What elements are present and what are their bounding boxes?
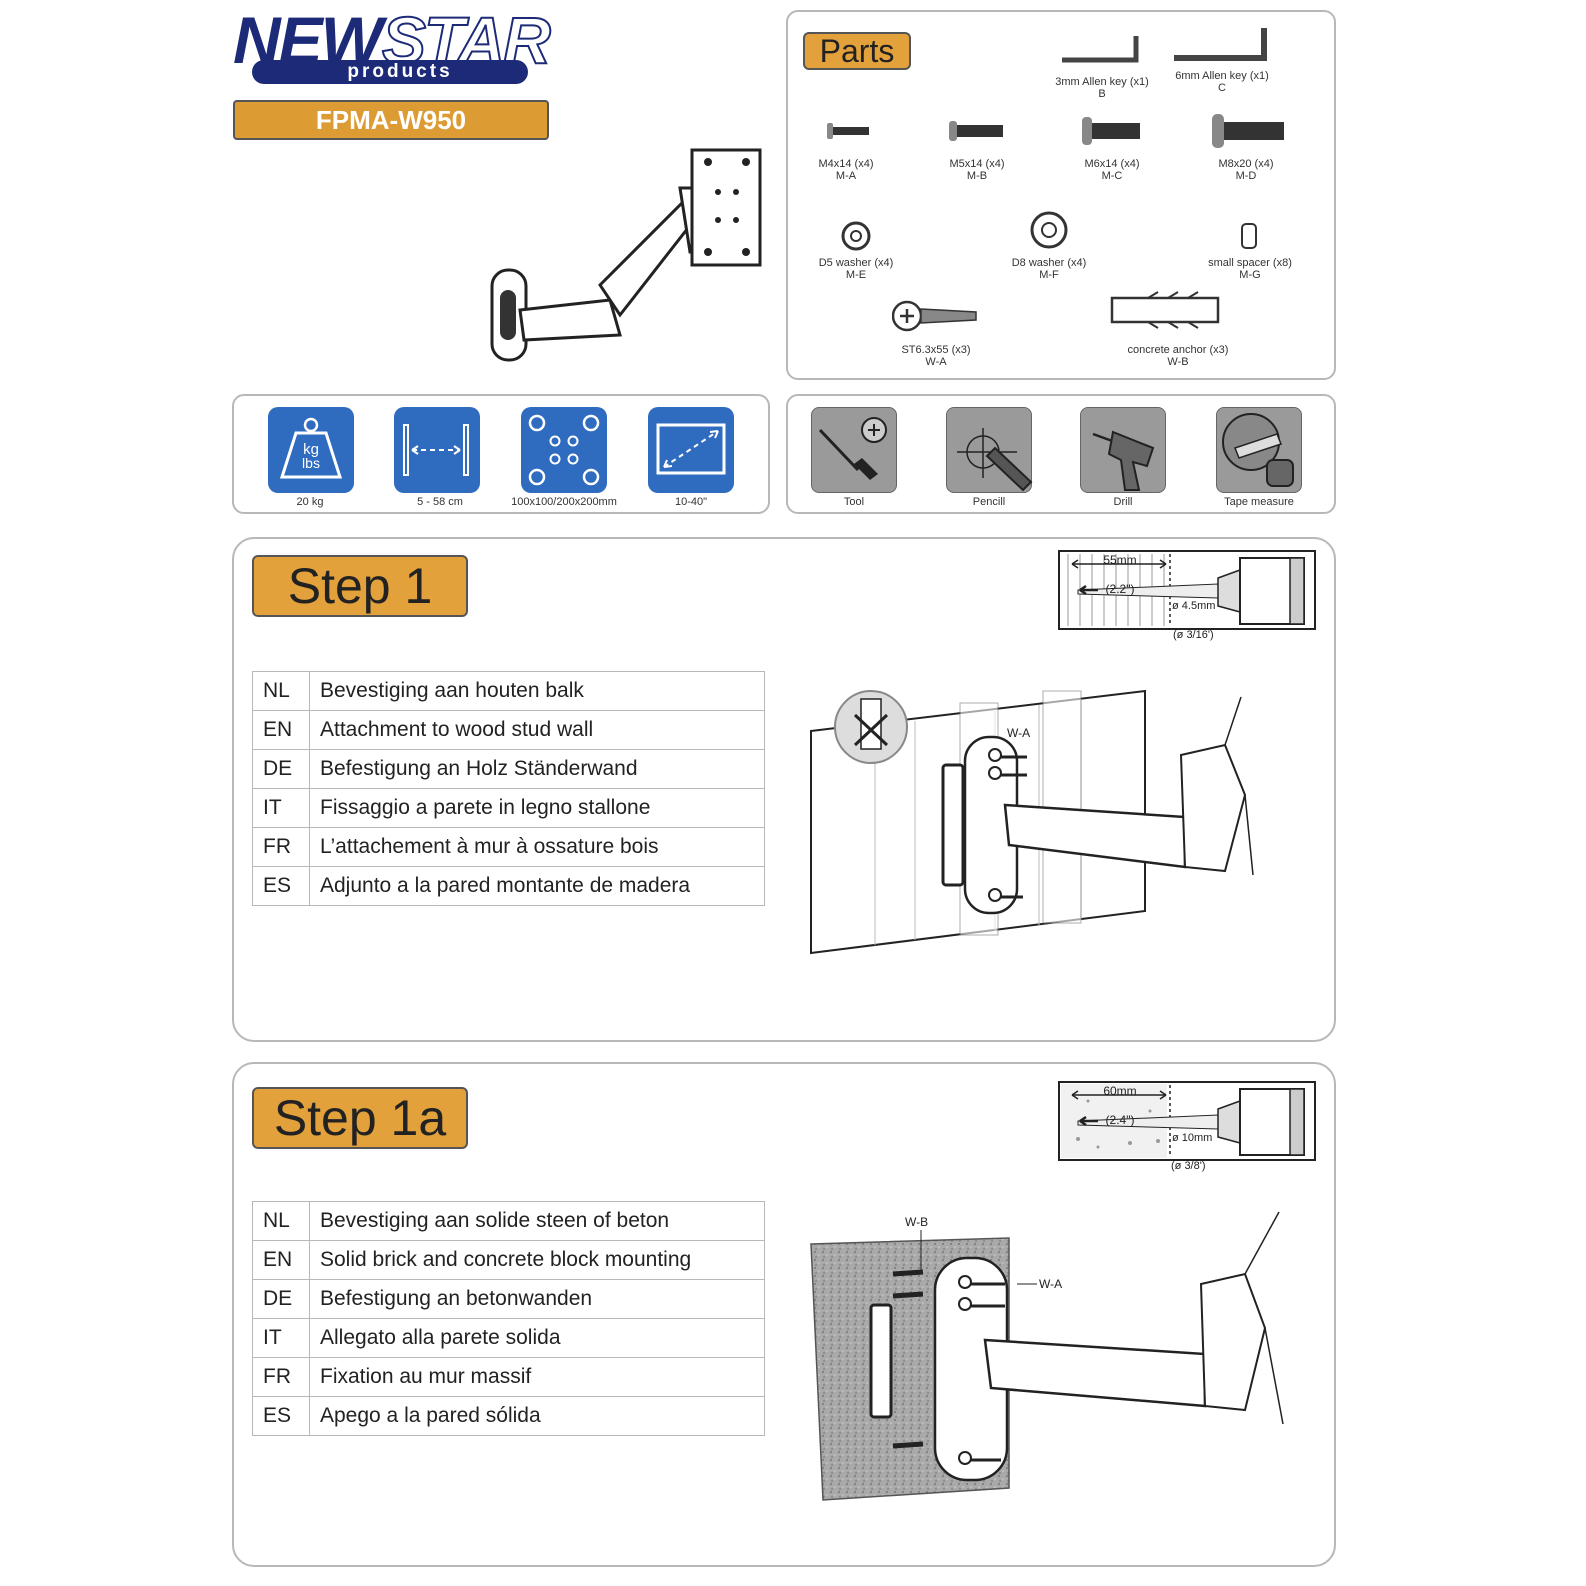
step1-title: Step 1 bbox=[252, 555, 468, 617]
svg-text:ø 4.5mm: ø 4.5mm bbox=[1172, 600, 1215, 612]
screwdriver-tool bbox=[811, 407, 897, 493]
svg-text:(2.2"): (2.2") bbox=[1106, 582, 1135, 596]
weight-label: 20 kg bbox=[296, 496, 324, 508]
part-label-m-c: M6x14 (x4)M-C bbox=[1084, 158, 1140, 182]
screw-m4-icon bbox=[827, 123, 869, 139]
svg-text:60mm: 60mm bbox=[1103, 1084, 1136, 1098]
allen-key-6mm-icon bbox=[1174, 28, 1267, 61]
screen-size-spec bbox=[648, 407, 734, 493]
tool-label: Tool bbox=[843, 496, 865, 508]
part-label-m-b: M5x14 (x4)M-B bbox=[949, 158, 1005, 182]
logo-products: products bbox=[252, 60, 528, 84]
screw-m6-icon bbox=[1082, 117, 1140, 145]
svg-text:(ø 3/8'): (ø 3/8') bbox=[1171, 1160, 1206, 1172]
drill-label: Drill bbox=[1113, 496, 1133, 508]
part-label-w-b: concrete anchor (x3)W-B bbox=[1127, 344, 1229, 368]
distance-spec bbox=[394, 407, 480, 493]
part-label-b: 3mm Allen key (x1)B bbox=[1055, 76, 1149, 100]
svg-text:kg: kg bbox=[303, 441, 319, 458]
step1-drill-diagram: 55mm (2.2") ø 4.5mm (ø 3/16') bbox=[1058, 550, 1316, 641]
pencil-label: Pencill bbox=[972, 496, 1006, 508]
allen-key-3mm-icon bbox=[1062, 36, 1139, 63]
screen-size-label: 10-40" bbox=[674, 496, 708, 508]
drill-tool bbox=[1080, 407, 1166, 493]
part-label-m-f: D8 washer (x4)M-F bbox=[1011, 257, 1087, 281]
tape-measure-label: Tape measure bbox=[1224, 496, 1294, 508]
svg-text:(ø 3/16'): (ø 3/16') bbox=[1173, 629, 1214, 641]
weight-icon: kg lbs bbox=[279, 417, 343, 479]
weight-spec: kg lbs bbox=[268, 407, 354, 493]
svg-text:lbs: lbs bbox=[302, 455, 320, 471]
product-illustration bbox=[490, 148, 762, 362]
screw-m8-icon bbox=[1212, 114, 1284, 148]
svg-text:(2.4"): (2.4") bbox=[1106, 1113, 1135, 1127]
washer-d5-icon bbox=[841, 221, 871, 251]
vesa-spec bbox=[521, 407, 607, 493]
svg-text:W-A: W-A bbox=[1007, 726, 1030, 740]
part-label-m-e: D5 washer (x4)M-E bbox=[818, 257, 894, 281]
svg-text:ø 10mm: ø 10mm bbox=[1172, 1132, 1212, 1144]
step1-wood-mount-illustration: W-A bbox=[810, 689, 1254, 955]
distance-icon bbox=[403, 424, 469, 476]
part-label-c: 6mm Allen key (x1)C bbox=[1175, 70, 1269, 94]
vesa-label: 100x100/200x200mm bbox=[511, 496, 617, 508]
pencil-icon bbox=[957, 428, 1033, 492]
drill-icon bbox=[1092, 430, 1155, 491]
svg-text:W-A: W-A bbox=[1039, 1277, 1062, 1291]
vesa-pattern-icon bbox=[528, 414, 600, 486]
parts-panel bbox=[786, 10, 1336, 380]
concrete-anchor-icon bbox=[1110, 291, 1220, 329]
parts-title: Parts bbox=[803, 32, 911, 70]
part-label-w-a: ST6.3x55 (x3)W-A bbox=[901, 344, 971, 368]
spacer-icon bbox=[1241, 223, 1257, 249]
svg-text:55mm: 55mm bbox=[1103, 553, 1136, 567]
distance-label: 5 - 58 cm bbox=[417, 496, 463, 508]
screen-size-icon bbox=[656, 423, 726, 475]
part-label-m-d: M8x20 (x4)M-D bbox=[1218, 158, 1274, 182]
part-label-m-a: M4x14 (x4)M-A bbox=[818, 158, 874, 182]
step1a-title: Step 1a bbox=[252, 1087, 468, 1149]
wood-screw-icon bbox=[892, 300, 977, 332]
pencil-tool bbox=[946, 407, 1033, 493]
tape-measure-icon bbox=[1222, 413, 1294, 487]
svg-text:W-B: W-B bbox=[905, 1215, 928, 1229]
tape-measure-tool bbox=[1216, 407, 1302, 493]
step1a-concrete-mount-illustration: W-B W-A bbox=[810, 1211, 1284, 1501]
model-number: FPMA-W950 bbox=[233, 100, 549, 140]
washer-d8-icon bbox=[1030, 211, 1068, 249]
screwdriver-icon bbox=[818, 417, 887, 480]
part-label-m-g: small spacer (x8)M-G bbox=[1208, 257, 1292, 281]
screw-m5-icon bbox=[949, 121, 1003, 141]
step1a-drill-diagram: 60mm (2.4") ø 10mm (ø 3/8') bbox=[1058, 1081, 1316, 1172]
